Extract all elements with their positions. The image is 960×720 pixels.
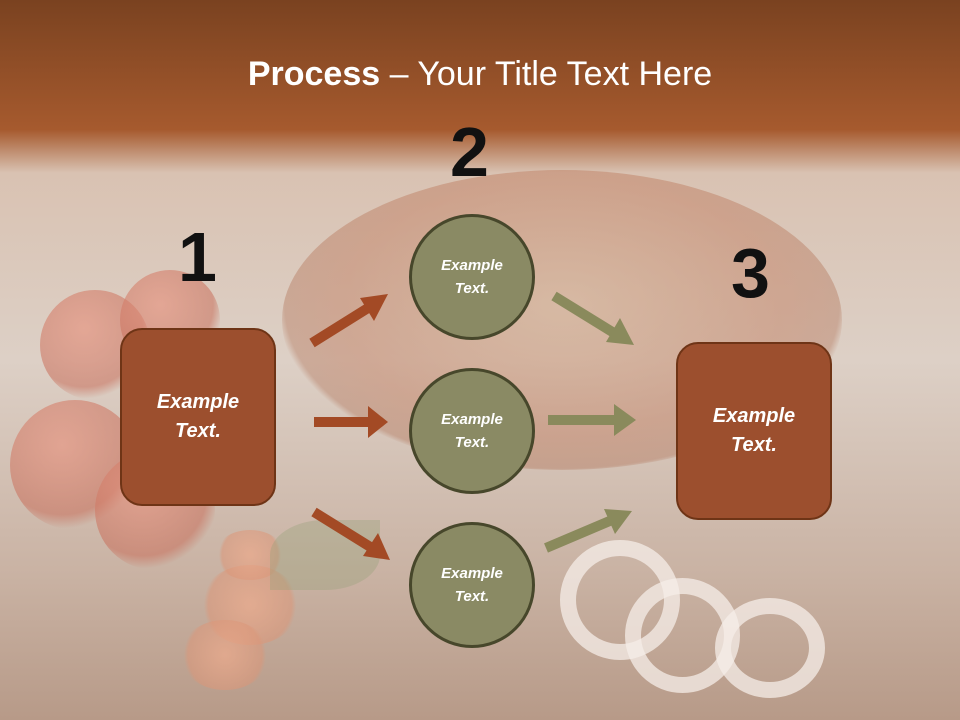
carrot-slice-image	[215, 530, 285, 580]
carrot-slice-image	[180, 620, 270, 690]
step-number-2: 2	[450, 113, 489, 191]
title-rest: – Your Title Text Here	[380, 55, 713, 93]
arrow-right-down	[551, 291, 634, 345]
herb-leaf-image	[270, 520, 380, 590]
title-bold: Process	[247, 55, 381, 93]
slide-title: Process – Your Title Text Here	[0, 52, 960, 96]
step-2-circle-middle: Example Text.	[409, 368, 535, 494]
circle-top-text: Example Text.	[441, 257, 503, 297]
arrow-right-middle	[548, 404, 636, 436]
arrow-right-up	[544, 509, 632, 553]
step-3-box: Example Text.	[676, 342, 832, 520]
step-2-circle-bottom: Example Text.	[409, 522, 535, 648]
step-2-circle-top: Example Text.	[409, 214, 535, 340]
step-1-text: Example Text.	[156, 391, 240, 442]
arrow-left-down	[311, 507, 390, 560]
arrow-left-up	[309, 294, 388, 348]
step-number-3: 3	[731, 234, 770, 312]
circle-middle-text: Example Text.	[441, 411, 503, 451]
step-number-1: 1	[178, 218, 217, 296]
arrow-left-middle	[314, 406, 388, 438]
circle-bottom-text: Example Text.	[441, 565, 503, 605]
step-3-text: Example Text.	[712, 405, 796, 456]
step-1-box: Example Text.	[120, 328, 276, 506]
